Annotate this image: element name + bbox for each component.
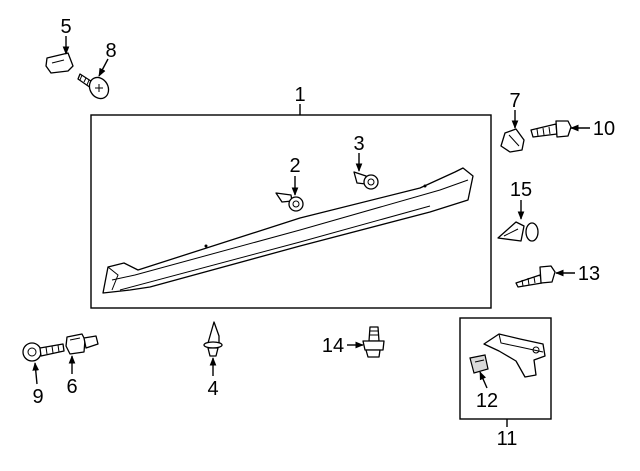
callout-2: 2 (289, 155, 300, 177)
bracket-part-11 (483, 333, 546, 378)
callout-13: 13 (578, 263, 600, 285)
callout-4: 4 (207, 378, 218, 400)
grommet-part-7 (500, 128, 525, 153)
callout-1: 1 (294, 84, 305, 106)
callout-9: 9 (32, 386, 43, 408)
callout-7: 7 (509, 90, 520, 112)
rocker-panel-part (102, 167, 474, 294)
screw-part-10 (530, 120, 572, 138)
callout-5: 5 (60, 16, 71, 38)
callout-12: 12 (476, 390, 498, 412)
nut-part-12 (469, 354, 489, 374)
rocker-panel-assembly-box (90, 114, 492, 309)
callout-14: 14 (322, 335, 344, 357)
bolt-part-14 (362, 326, 385, 358)
callout-11: 11 (497, 428, 518, 450)
clip-part-15 (497, 221, 539, 242)
nut-part-6 (65, 333, 99, 355)
screw-part-13 (515, 265, 556, 288)
bolt-part-9 (22, 342, 65, 362)
callout-3: 3 (353, 133, 364, 155)
callout-15: 15 (510, 179, 532, 201)
push-clip-part-4 (203, 321, 223, 357)
screw-part-8 (77, 73, 110, 100)
callout-10: 10 (593, 118, 615, 140)
leader-lines (32, 36, 590, 427)
clip-part-2 (275, 192, 304, 212)
callout-8: 8 (105, 40, 116, 62)
bracket-assembly-box (459, 317, 552, 420)
clip-part-3 (353, 171, 379, 190)
nut-part-5 (45, 52, 74, 74)
callout-6: 6 (66, 376, 77, 398)
